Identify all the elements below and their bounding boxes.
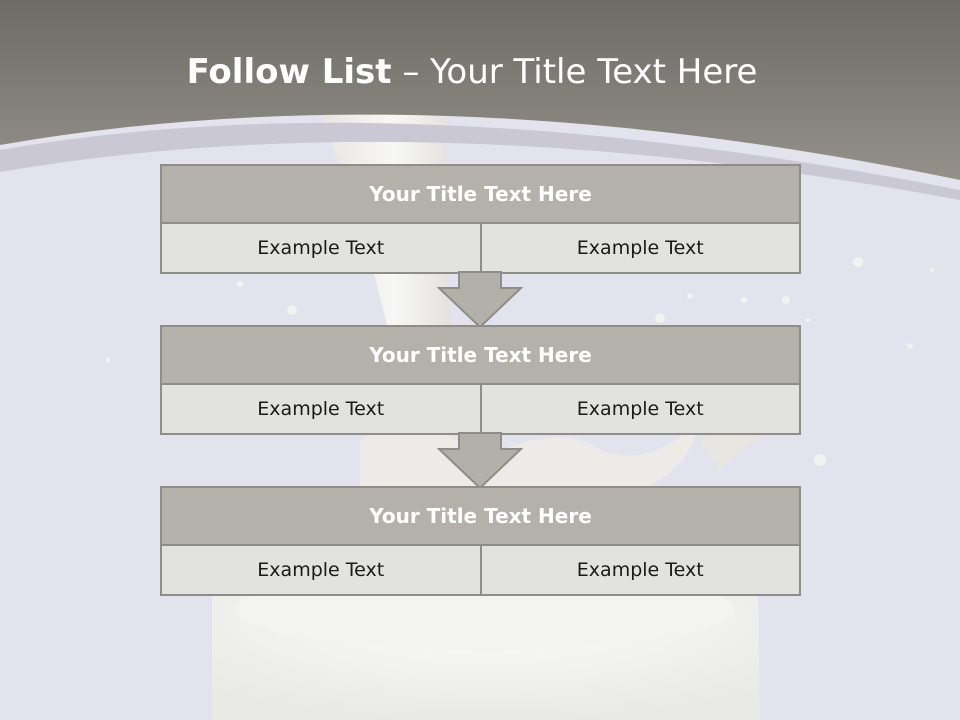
down-arrow-icon	[437, 271, 523, 329]
step-cell-right: Example Text	[479, 546, 799, 594]
step-row: Example Text Example Text	[162, 222, 799, 272]
down-arrow-icon	[437, 432, 523, 490]
title-bold: Follow List	[186, 52, 392, 92]
step-cell-left: Example Text	[162, 224, 480, 272]
page-title: Follow List – Your Title Text Here	[0, 52, 944, 92]
step-cell-right: Example Text	[479, 224, 799, 272]
step-row: Example Text Example Text	[162, 383, 799, 433]
step-cell-left: Example Text	[162, 546, 480, 594]
step-box-2: Your Title Text Here Example Text Exampl…	[160, 325, 801, 435]
title-rest: – Your Title Text Here	[402, 52, 758, 92]
step-title: Your Title Text Here	[162, 327, 799, 383]
step-title: Your Title Text Here	[162, 488, 799, 544]
step-cell-right: Example Text	[479, 385, 799, 433]
step-box-3: Your Title Text Here Example Text Exampl…	[160, 486, 801, 596]
step-cell-left: Example Text	[162, 385, 480, 433]
step-row: Example Text Example Text	[162, 544, 799, 594]
header-band	[0, 0, 960, 200]
step-box-1: Your Title Text Here Example Text Exampl…	[160, 164, 801, 274]
step-title: Your Title Text Here	[162, 166, 799, 222]
